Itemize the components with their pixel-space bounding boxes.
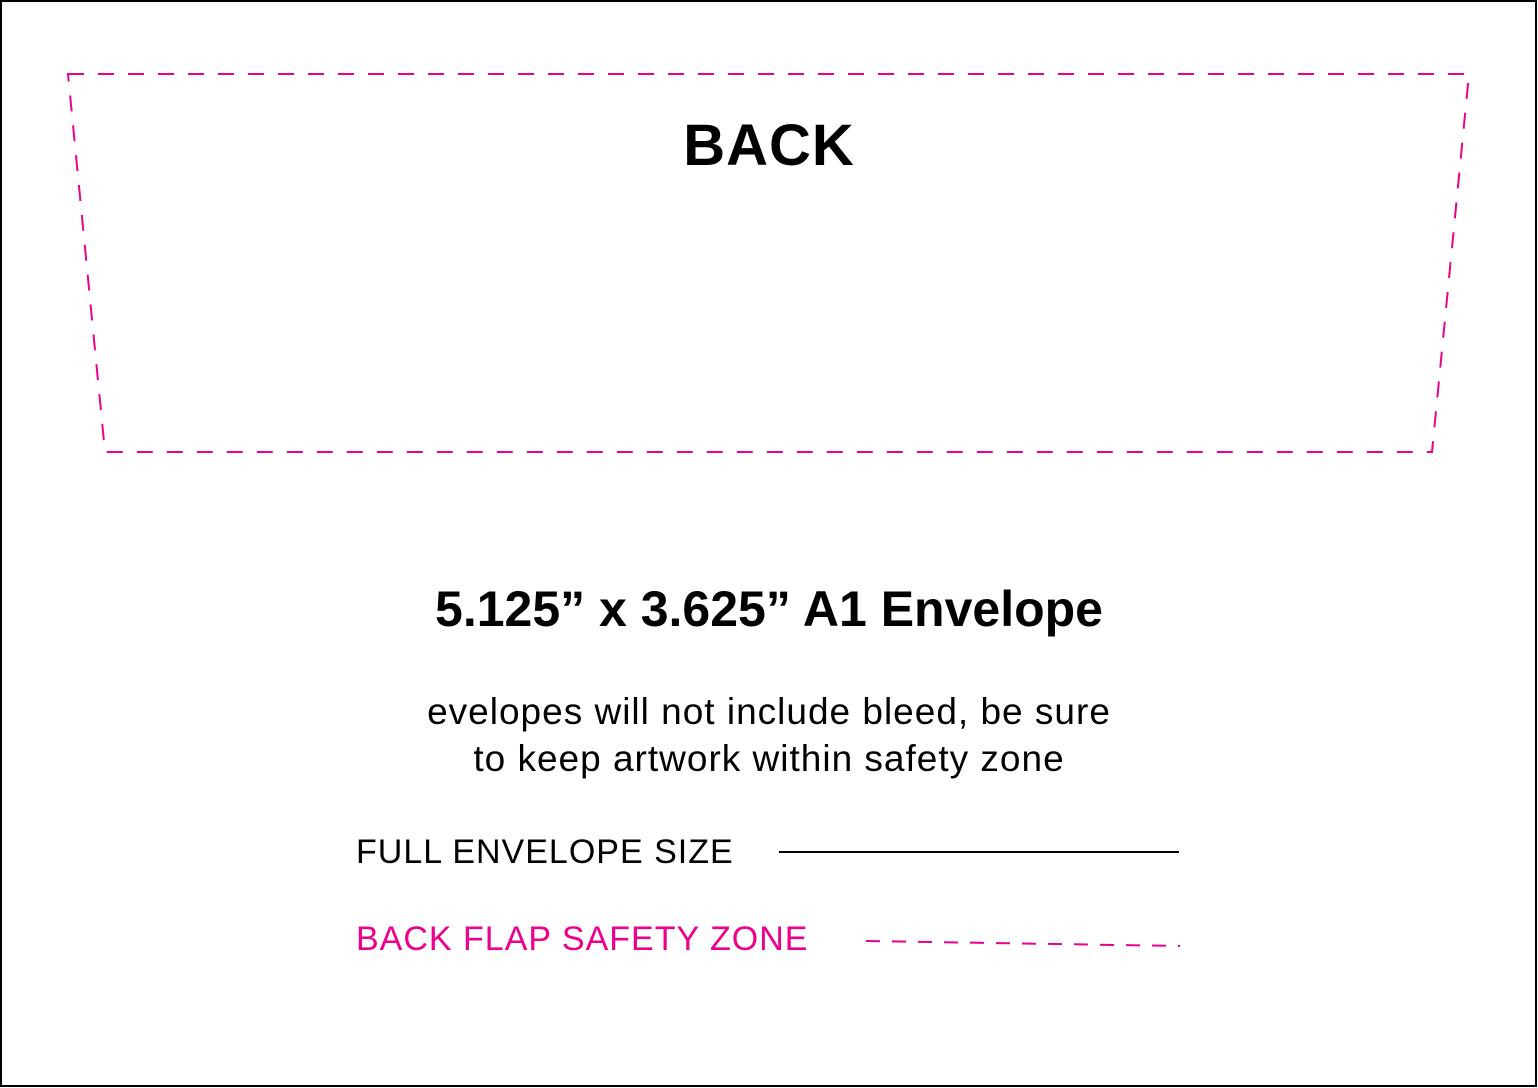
note-line: to keep artwork within safety zone [473, 738, 1065, 779]
back-flap-safety-zone [66, 73, 1471, 453]
note-line: evelopes will not include bleed, be sure [427, 691, 1111, 732]
back-title: BACK [683, 113, 855, 178]
legend-full-size-label: FULL ENVELOPE SIZE [356, 833, 734, 871]
legend-safety-zone-label: BACK FLAP SAFETY ZONE [356, 920, 809, 958]
envelope-size-title: 5.125” x 3.625” A1 Envelope [435, 581, 1103, 637]
bleed-note: evelopes will not include bleed, be sure… [0, 688, 1538, 782]
legend-safety-zone-line [865, 940, 1181, 947]
